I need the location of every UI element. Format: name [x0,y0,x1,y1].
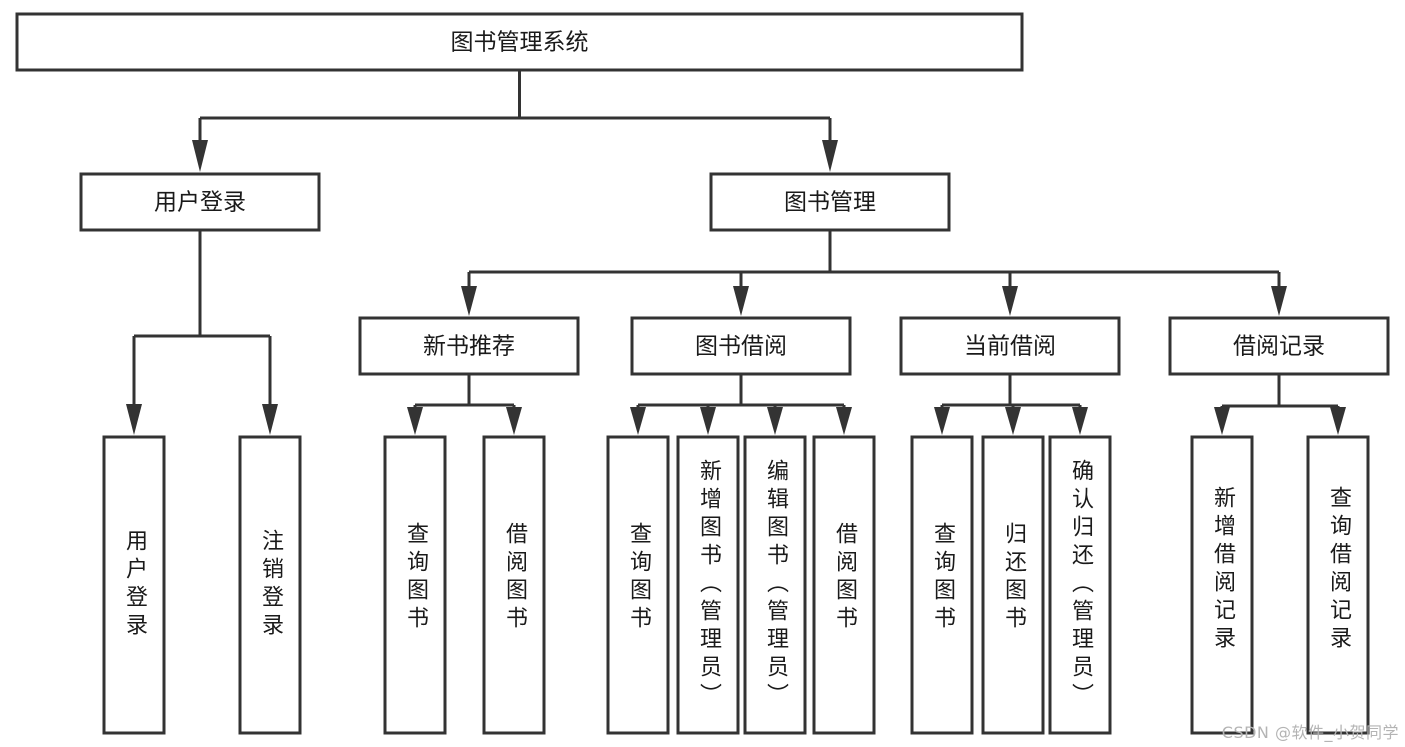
node-book-manage[interactable]: 图书管理 [709,172,951,232]
node-new-book-rec-box[interactable] [358,316,580,376]
node-leaf-add-record-label: 新增借阅记录 [1210,486,1236,654]
arrow-head-leaf-confirm-return [1072,407,1088,435]
connector-group-book-borrow [630,374,852,435]
node-book-manage-box[interactable] [709,172,951,232]
arrow-head-leaf-borrow-book-rec [506,407,522,435]
node-leaf-query-book-rec[interactable]: 查询图书 [383,435,447,735]
arrow-head-leaf-user-login [126,404,142,435]
arrow-head-leaf-return-book [1005,407,1021,435]
arrow-head-leaf-query-book-cur [934,407,950,435]
connector-group-current-borrow [934,374,1088,435]
arrow-head-leaf-user-logout [262,404,278,435]
node-leaf-borrow-book-rec[interactable]: 借阅图书 [482,435,546,735]
arrow-head-leaf-query-book-borrow [630,407,646,435]
connector-group-user-login [126,230,278,435]
node-leaf-return-book[interactable]: 归还图书 [981,435,1045,735]
node-leaf-user-login-box[interactable] [102,435,166,735]
node-current-borrow[interactable]: 当前借阅 [899,316,1121,376]
node-leaf-confirm-return[interactable]: 确认归还（管理员） [1048,435,1112,735]
arrow-head-user-login [192,140,208,172]
node-book-borrow[interactable]: 图书借阅 [630,316,852,376]
arrow-head-book-borrow [733,286,749,316]
csdn-watermark: CSDN @软件_小贺同学 [1221,723,1399,742]
node-user-login-box[interactable] [79,172,321,232]
node-borrow-record[interactable]: 借阅记录 [1168,316,1390,376]
node-leaf-edit-book-box[interactable] [743,435,807,735]
node-current-borrow-box[interactable] [899,316,1121,376]
node-book-manage-label: 图书管理 [784,190,876,216]
node-leaf-query-record[interactable]: 查询借阅记录 [1306,435,1370,735]
node-leaf-confirm-return-label: 确认归还（管理员） [1068,459,1094,711]
arrow-head-leaf-add-record [1214,407,1230,435]
arrow-head-new-book-rec [461,286,477,316]
node-borrow-record-label: 借阅记录 [1233,334,1325,360]
node-leaf-add-record[interactable]: 新增借阅记录 [1190,435,1254,735]
node-leaf-add-record-box[interactable] [1190,435,1254,735]
node-leaf-add-book-box[interactable] [676,435,740,735]
node-leaf-borrow-book-rec-label: 借阅图书 [502,522,528,634]
node-leaf-confirm-return-box[interactable] [1048,435,1112,735]
node-book-borrow-label: 图书借阅 [695,334,787,360]
connector-group-borrow-record [1214,374,1346,435]
node-leaf-user-login[interactable]: 用户登录 [102,435,166,735]
arrow-head-book-manage [822,140,838,172]
arrow-head-borrow-record [1271,286,1287,316]
node-root[interactable]: 图书管理系统 [15,12,1024,72]
arrow-head-leaf-query-record [1330,407,1346,435]
node-root-label: 图书管理系统 [451,30,589,56]
node-leaf-borrow-book-rec-box[interactable] [482,435,546,735]
node-user-login-label: 用户登录 [154,190,246,216]
node-leaf-edit-book[interactable]: 编辑图书（管理员） [743,435,807,735]
node-root-box[interactable] [15,12,1024,72]
node-book-borrow-box[interactable] [630,316,852,376]
arrow-head-leaf-edit-book [767,407,783,435]
node-leaf-add-book-label: 新增图书（管理员） [696,459,722,711]
node-leaf-query-book-borrow[interactable]: 查询图书 [606,435,670,735]
node-leaf-borrow-book[interactable]: 借阅图书 [812,435,876,735]
node-new-book-rec[interactable]: 新书推荐 [358,316,580,376]
node-leaf-query-book-borrow-label: 查询图书 [626,522,652,634]
node-current-borrow-label: 当前借阅 [964,334,1056,360]
node-leaf-query-book-borrow-box[interactable] [606,435,670,735]
node-leaf-edit-book-label: 编辑图书（管理员） [763,459,789,711]
node-leaf-user-logout-box[interactable] [238,435,302,735]
node-leaf-user-login-label: 用户登录 [122,529,148,641]
connector-group-new-book-rec [407,374,522,435]
node-leaf-return-book-label: 归还图书 [1001,522,1027,634]
node-leaf-return-book-box[interactable] [981,435,1045,735]
node-leaf-query-record-label: 查询借阅记录 [1326,486,1352,654]
arrow-head-current-borrow [1002,286,1018,316]
arrow-head-leaf-add-book [700,407,716,435]
connector-group-root [192,70,838,172]
node-leaf-query-book-cur[interactable]: 查询图书 [910,435,974,735]
node-leaf-query-book-rec-box[interactable] [383,435,447,735]
node-leaf-user-logout-label: 注销登录 [258,529,284,641]
node-leaf-query-book-cur-label: 查询图书 [930,522,956,634]
arrow-head-leaf-borrow-book [836,407,852,435]
node-new-book-rec-label: 新书推荐 [423,334,515,360]
node-leaf-borrow-book-box[interactable] [812,435,876,735]
node-leaf-query-book-rec-label: 查询图书 [403,522,429,634]
connector-group-book-manage [461,230,1287,316]
node-leaf-query-record-box[interactable] [1306,435,1370,735]
node-leaf-query-book-cur-box[interactable] [910,435,974,735]
node-leaf-add-book[interactable]: 新增图书（管理员） [676,435,740,735]
node-borrow-record-box[interactable] [1168,316,1390,376]
node-leaf-borrow-book-label: 借阅图书 [832,522,858,634]
node-leaf-user-logout[interactable]: 注销登录 [238,435,302,735]
node-user-login[interactable]: 用户登录 [79,172,321,232]
arrow-head-leaf-query-book-rec [407,407,423,435]
